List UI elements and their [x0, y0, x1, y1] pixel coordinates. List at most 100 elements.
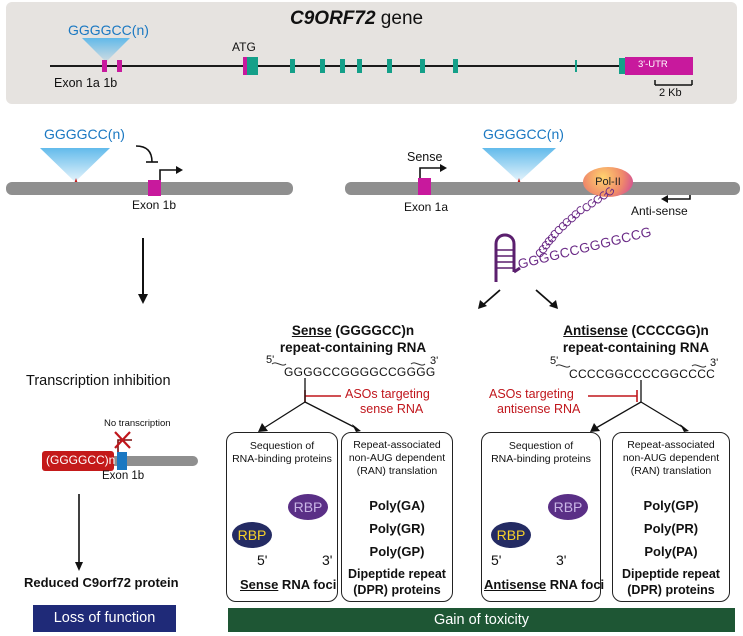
down-arrowhead: [75, 562, 83, 571]
sense-rna-title-rest: (GGGGCC)n: [331, 323, 415, 338]
scale-label: 2 Kb: [659, 87, 682, 99]
coding-exon: [453, 59, 458, 73]
antisense-rna-subtitle: repeat-containing RNA: [562, 340, 710, 355]
sense-rna-five: 5': [266, 354, 275, 366]
antisense-seq-title-1: Sequestion of: [508, 440, 574, 452]
aso-antisense-line2: antisense RNA: [497, 402, 581, 416]
antisense-rna-line-end: [691, 364, 707, 368]
antisense-ran-box: [612, 432, 730, 602]
gain-of-toxicity-text: Gain of toxicity: [433, 612, 530, 628]
aso-sense-line2: sense RNA: [360, 402, 424, 416]
aso-sense-line1: ASOs targeting: [345, 387, 430, 401]
sense-rna-three: 3': [430, 355, 439, 367]
antisense-rna-five: 5': [550, 355, 559, 367]
branch-arrowhead: [352, 424, 361, 432]
reduced-protein-label: Reduced C9orf72 protein: [24, 575, 179, 590]
coding-exon: [357, 59, 362, 73]
gain-of-toxicity-banner: Gain of toxicity: [228, 608, 735, 632]
antisense-sequestration-box: [481, 432, 601, 602]
sense-arrowhead: [440, 164, 447, 172]
sense-ran-title-3: (RAN) translation: [356, 465, 438, 477]
repeat-label-right: GGGGCC(n): [483, 126, 564, 142]
exon-label-top: Exon 1a 1b: [54, 76, 118, 90]
sense-rna-line-end: [410, 362, 426, 366]
antisense-poly-1: Poly(GP): [643, 498, 699, 513]
antisense-ran-title-3: (RAN) translation: [630, 465, 712, 477]
antisense-rna-title: Antisense (CCCCGG)n: [541, 323, 731, 338]
loss-of-function-text: Loss of function: [53, 610, 156, 626]
antisense-poly-2: Poly(PR): [643, 521, 699, 536]
sense-label: Sense: [407, 150, 443, 164]
gene-title-rest: gene: [375, 8, 424, 29]
sense-seq-title-2: RNA-binding proteins: [232, 453, 332, 465]
antisense-hairpin-five: 5': [491, 552, 502, 568]
antisense-rna-line: [555, 364, 571, 368]
rbp-badge: RBP: [232, 522, 272, 548]
exon-small-block: [117, 452, 127, 470]
antisense-foci-rest: RNA foci: [546, 577, 605, 592]
repeat-label-top: GGGGCC(n): [68, 22, 149, 38]
pol-ii-badge: Pol-II: [583, 167, 633, 197]
repeat-cone-top: [82, 38, 130, 62]
atg-label: ATG: [232, 40, 256, 54]
transcription-inhibition-heading: Transcription inhibition: [26, 373, 171, 389]
repeat-cone-left: [40, 148, 110, 182]
utr-block: [625, 57, 693, 75]
sense-poly-1: Poly(GA): [369, 498, 425, 513]
sense-poly-3: Poly(GP): [369, 544, 425, 559]
repeat-cone-right: [482, 148, 556, 182]
coding-exon: [290, 59, 295, 73]
sense-ran-title-1: Repeat-associated: [353, 439, 441, 451]
sense-hairpin-three: 3': [322, 552, 333, 568]
rbp-label: RBP: [293, 499, 323, 515]
repression-arrow: [135, 145, 153, 163]
sense-foci-rest: RNA foci: [278, 577, 337, 592]
antisense-arrowhead: [661, 195, 668, 203]
exon-small-label: Exon 1b: [102, 470, 145, 482]
antisense-hairpin-three: 3': [556, 552, 567, 568]
sense-foci-u: Sense: [240, 577, 279, 592]
sense-rna-title-u: Sense: [291, 323, 332, 338]
tss-arrow-left: [159, 169, 176, 180]
sense-ran-box: [341, 432, 453, 602]
exon-1b-label: Exon 1b: [132, 198, 177, 212]
gene-title: C9ORF72 gene: [290, 8, 423, 30]
exon-1b-block: [148, 180, 161, 196]
branch-sense-left: [263, 401, 306, 429]
coding-exon: [340, 59, 345, 73]
exon-1a-label: Exon 1a: [404, 200, 449, 214]
coding-exon: [575, 60, 577, 72]
sense-seq-title-1: Sequestion of: [249, 440, 315, 452]
coding-exon: [619, 58, 625, 74]
down-arrowhead: [138, 294, 148, 304]
tss-arrowhead: [176, 166, 183, 174]
gene-panel: [6, 2, 737, 104]
repeat-box-label: (GGGGCC)n: [46, 453, 116, 467]
rbp-label: RBP: [496, 527, 526, 543]
chromosome-right: [345, 182, 740, 195]
sense-rna-line: [271, 362, 287, 366]
antisense-rna-three: 3': [710, 357, 719, 369]
loss-of-function-banner: Loss of function: [33, 605, 176, 632]
sense-dpr-1: Dipeptide repeat: [348, 567, 446, 581]
pol-ii-label: Pol-II: [595, 176, 621, 188]
sense-arrow: [419, 167, 440, 182]
sense-poly-2: Poly(GR): [369, 521, 425, 536]
repeat-label-left: GGGGCC(n): [44, 126, 125, 142]
hairpin-loop: [494, 233, 516, 272]
branch-arrowhead: [590, 423, 600, 432]
branch-arrowhead: [680, 424, 689, 432]
rbp-label: RBP: [237, 527, 267, 543]
split-arrowhead: [478, 300, 487, 309]
split-arrowhead: [549, 300, 558, 309]
antisense-ran-title-2: non-AUG dependent: [622, 452, 720, 464]
branch-antisense-right: [640, 401, 685, 429]
antisense-rna-title-u: Antisense: [563, 323, 628, 338]
sense-rna-seq: GGGGCCGGGGCCGGGG: [284, 365, 436, 379]
sense-foci-label: Sense RNA foci: [240, 577, 336, 592]
antisense-seq-title-2: RNA-binding proteins: [491, 453, 591, 465]
branch-arrowhead: [258, 423, 268, 432]
antisense-poly-3: Poly(PA): [644, 544, 698, 559]
coding-exon: [387, 59, 392, 73]
coding-exon: [420, 59, 425, 73]
